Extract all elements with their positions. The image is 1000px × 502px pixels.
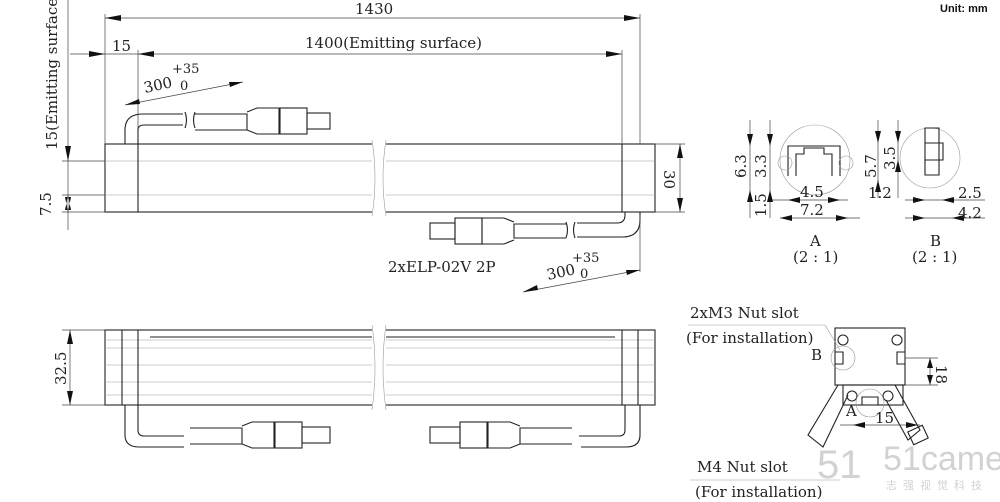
svg-text:300: 300 [545, 260, 577, 284]
svg-text:15(Emitting surface): 15(Emitting surface) [43, 0, 61, 150]
svg-text:2xELP-02V 2P: 2xELP-02V 2P [388, 258, 496, 276]
svg-text:1.5: 1.5 [752, 193, 770, 217]
svg-text:(2 : 1): (2 : 1) [793, 248, 838, 266]
svg-text:+35: +35 [172, 62, 199, 77]
svg-text:(2 : 1): (2 : 1) [912, 248, 957, 266]
svg-text:15: 15 [112, 37, 131, 55]
unit-label: Unit: mm [940, 3, 988, 15]
watermark: 51 51camera 志强视觉科技 [817, 440, 1000, 492]
svg-text:B: B [930, 232, 941, 250]
svg-text:3.3: 3.3 [752, 154, 770, 178]
svg-text:51: 51 [817, 443, 862, 487]
svg-text:3.5: 3.5 [881, 146, 899, 170]
svg-text:M4 Nut slot: M4 Nut slot [697, 458, 788, 476]
svg-text:1430: 1430 [355, 0, 393, 18]
svg-text:0: 0 [180, 79, 188, 94]
svg-text:6.3: 6.3 [732, 154, 750, 178]
top-view: 1430 1400(Emitting surface) 15 15(Emitti… [37, 0, 685, 293]
dim-emitting-height: 15(Emitting surface) 7.5 [37, 0, 105, 230]
svg-text:+35: +35 [572, 251, 599, 266]
dim-overall-length: 1430 [104, 0, 641, 144]
dim-width: 30 [655, 143, 685, 213]
svg-text:A: A [809, 232, 821, 250]
svg-text:30: 30 [660, 170, 678, 189]
svg-text:7.5: 7.5 [37, 192, 55, 216]
svg-text:5.7: 5.7 [862, 154, 880, 178]
svg-text:7.2: 7.2 [800, 201, 824, 219]
svg-text:(For installation): (For installation) [695, 483, 822, 501]
svg-text:2.5: 2.5 [958, 184, 982, 202]
svg-text:300: 300 [142, 73, 174, 97]
dim-front-height: 32.5 [52, 329, 105, 406]
svg-text:32.5: 32.5 [52, 352, 70, 385]
svg-text:B: B [811, 346, 822, 364]
svg-text:志强视觉科技: 志强视觉科技 [886, 478, 988, 492]
cable-connector-right: 2xELP-02V 2P 300 +35 0 [388, 212, 641, 293]
svg-text:A: A [845, 402, 857, 420]
svg-text:0: 0 [580, 267, 588, 282]
svg-text:(For installation): (For installation) [686, 329, 813, 347]
svg-text:1.2: 1.2 [868, 184, 892, 202]
svg-text:18: 18 [932, 365, 950, 384]
svg-text:2xM3 Nut slot: 2xM3 Nut slot [690, 304, 799, 322]
svg-text:4.5: 4.5 [800, 183, 824, 201]
detail-b: 5.7 3.5 1.2 2.5 4.2 B (2 : 1) [862, 120, 985, 266]
svg-text:15: 15 [875, 409, 894, 427]
svg-text:1400(Emitting surface): 1400(Emitting surface) [305, 34, 482, 52]
svg-text:4.2: 4.2 [958, 204, 982, 222]
cable-connector-left: 300 +35 0 [124, 62, 331, 144]
light-bar-top [104, 139, 656, 217]
dim-emitting-length: 1400(Emitting surface) 15 [70, 34, 623, 144]
svg-text:51camera: 51camera [883, 440, 1000, 478]
front-view: 32.5 [52, 324, 656, 449]
section-view: 18 15 A B 2xM3 Nut slot (For installatio… [686, 304, 950, 501]
detail-a: 6.3 3.3 1.5 4.5 7.2 A (2 : 1) [732, 120, 860, 266]
